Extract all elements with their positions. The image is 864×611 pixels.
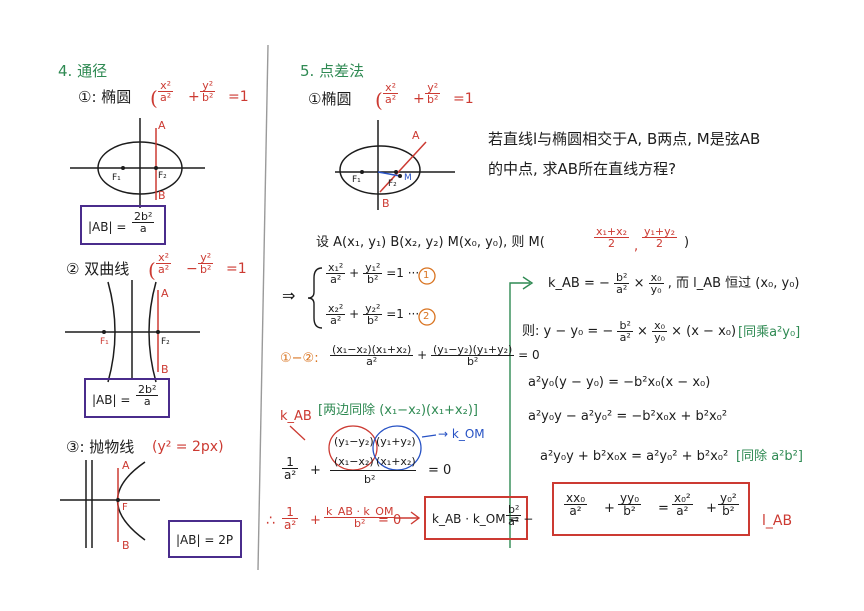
s2-label: ② 双曲线 (66, 260, 130, 278)
divide-note: [两边同除 (x₁−x₂)(x₁+x₂)] (318, 403, 478, 418)
k-om-label: → k_OM (438, 427, 485, 441)
multiply-note: [同乘a²y₀] (738, 325, 801, 340)
problem-line-1: 若直线l与椭圆相交于A, B两点, M是弦AB (488, 130, 761, 148)
ellipse-figure-left (70, 118, 205, 208)
problem-line-2: 的中点, 求AB所在直线方程? (488, 160, 677, 178)
diff-tag: ①−②: (280, 351, 319, 366)
system-brace (307, 267, 323, 329)
step-5: a²y₀y + b²x₀x = a²y₀² + b²x₀² (540, 449, 729, 464)
diff-equation: (x₁−x₂)(x₁+x₂)a² + (y₁−y₂)(y₁+y₂)b² = 0 (330, 343, 540, 368)
green-arrow (509, 282, 530, 548)
ellipse (339, 145, 421, 195)
divide-note-2: [同除 a²b²] (736, 449, 803, 464)
s1-label: ①: 椭圆 (78, 88, 132, 106)
ellipse (97, 141, 183, 195)
l-ab-label: l_AB (762, 513, 793, 529)
implies-arrow: ⇒ (282, 286, 296, 305)
ellipse-figure-right (335, 120, 455, 210)
heading-latus-rectum: 4. 通径 (58, 62, 108, 80)
s3-equation: (y² = 2px) (152, 439, 224, 455)
left-branch (107, 281, 116, 383)
step-3: a²y₀(y − y₀) = −b²x₀(x − x₀) (528, 375, 711, 390)
chord-AB (379, 141, 427, 193)
k-ab-label: k_AB (280, 409, 312, 424)
parabola-figure (60, 460, 160, 548)
step-4: a²y₀y − a²y₀² = −b²x₀x + b²x₀² (528, 409, 728, 424)
eqA-big-fraction: (y₁−y₂) (y₁+y₂) (x₁−x₂) (x₁+x₂) b² (326, 432, 420, 492)
set-points: 设 A(x₁, y₁) B(x₂, y₂) M(x₀, y₀), 则 M( (316, 235, 545, 250)
om-segment (377, 171, 401, 177)
sub-label: ①椭圆 (308, 90, 352, 108)
s3-label: ③: 抛物线 (66, 438, 135, 456)
right-branch (148, 281, 157, 383)
parabola (116, 461, 146, 541)
s3-result-box: |AB| = 2P (168, 520, 242, 558)
heading-point-difference: 5. 点差法 (300, 62, 365, 80)
page-divider (257, 44, 269, 571)
hyperbola-figure (65, 280, 200, 383)
